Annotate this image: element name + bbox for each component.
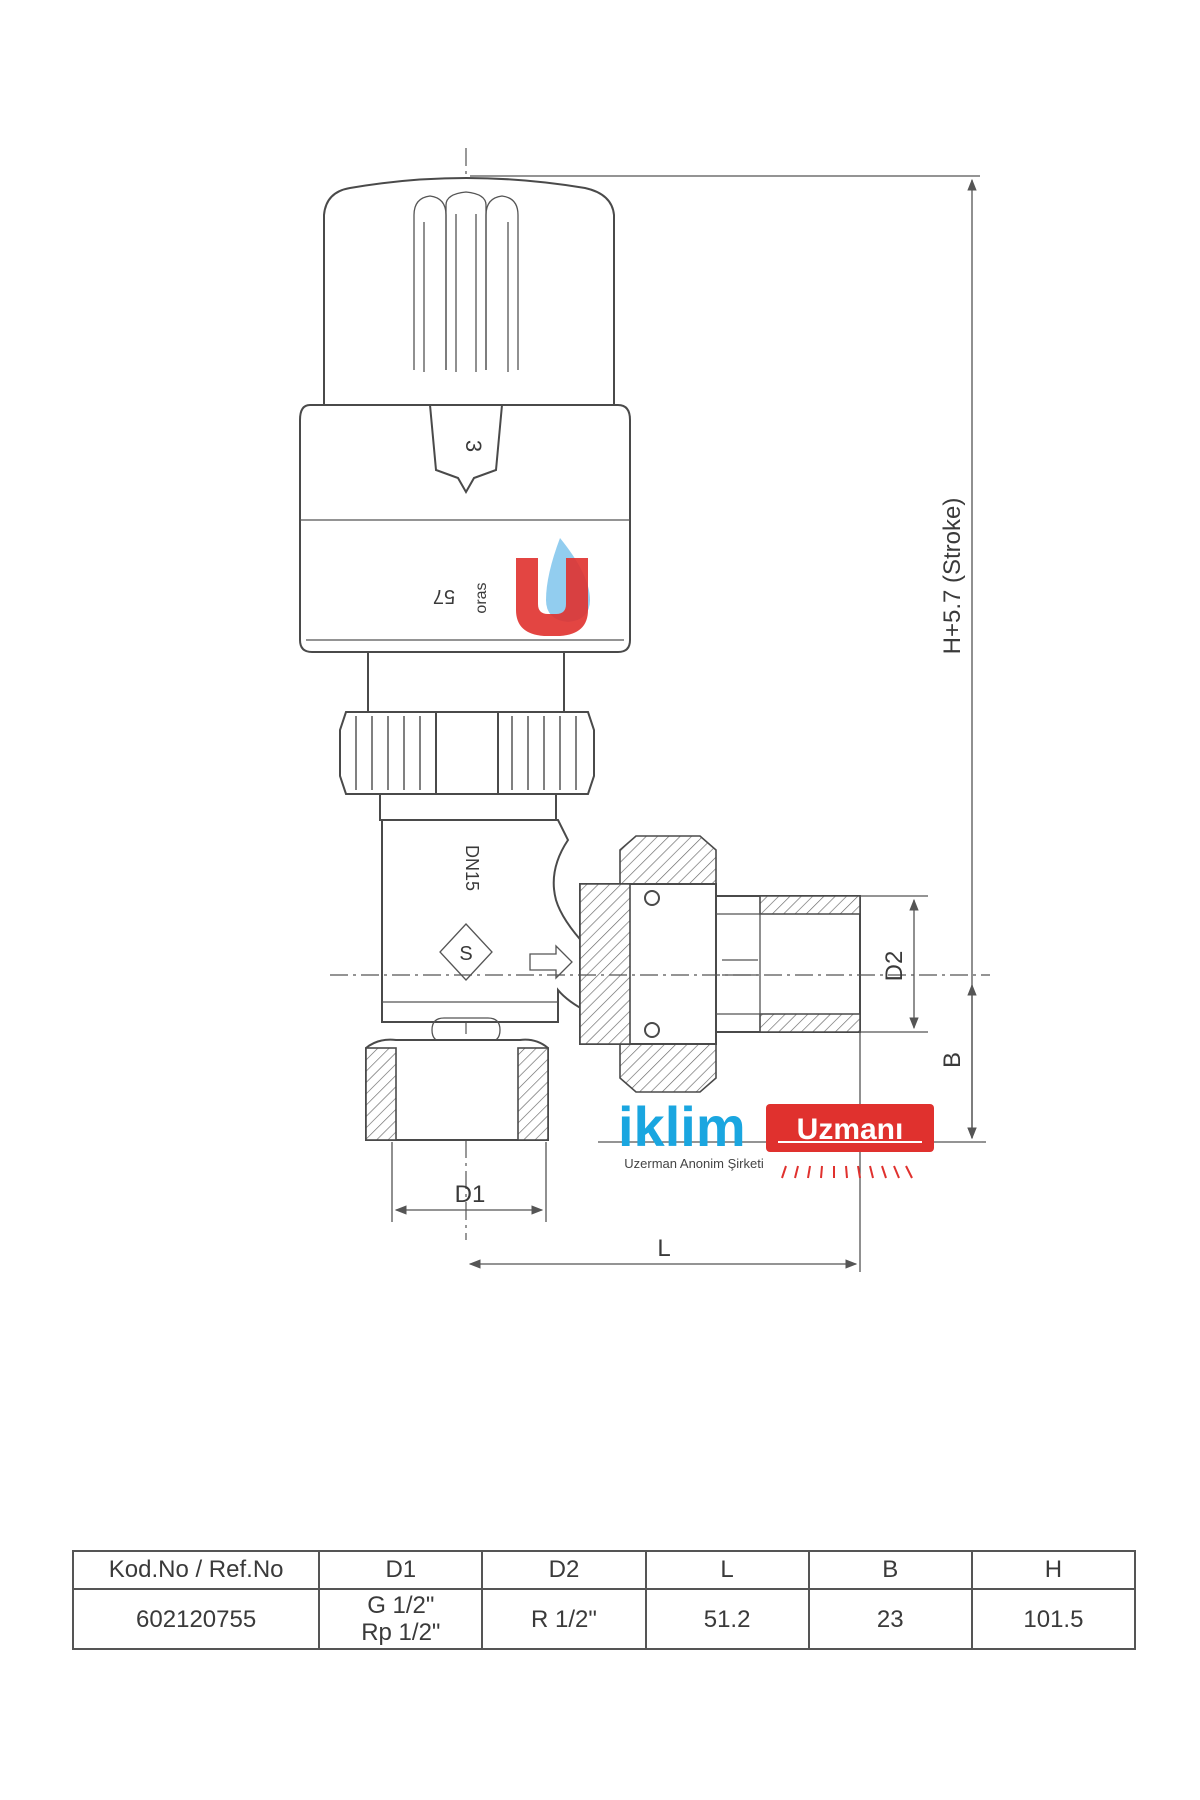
diamond-marking <box>439 923 493 981</box>
head-cap <box>323 177 615 406</box>
knurled-nut <box>339 711 595 795</box>
brand-sun-rays-icon <box>781 1165 913 1179</box>
o-ring-bottom <box>644 1022 660 1038</box>
dim-d2: D2 <box>860 895 928 1033</box>
flow-arrow-icon <box>529 944 573 980</box>
u-letter-icon <box>516 558 588 636</box>
outlet-connection <box>579 835 861 1093</box>
o-ring-top <box>644 890 660 906</box>
header-code: Kod.No / Ref.No <box>71 1550 321 1590</box>
dim-b: B <box>939 983 977 1140</box>
cell-d1: G 1/2" Rp 1/2" <box>318 1588 484 1650</box>
body-logo-text: oras <box>473 582 490 613</box>
inlet-connection <box>365 1038 549 1141</box>
table-row: 602120755 G 1/2" Rp 1/2" R 1/2" 51.2 23 … <box>71 1588 1137 1650</box>
cell-l: 51.2 <box>644 1588 810 1650</box>
header-h: H <box>970 1550 1137 1590</box>
header-d2: D2 <box>481 1550 647 1590</box>
d1-dimension-label: D1 <box>455 1181 486 1208</box>
brand-right-badge <box>766 1104 934 1152</box>
header-l: L <box>644 1550 810 1590</box>
brand-watermark: iklim Uzmanı Uzerman Anonim Şirketi <box>618 1095 934 1179</box>
dim-l: L <box>468 1032 861 1272</box>
brand-subtitle: Uzerman Anonim Şirketi <box>624 1156 764 1171</box>
head-pointer-tab <box>428 404 504 495</box>
header-d1: D1 <box>318 1550 484 1590</box>
cell-h: 101.5 <box>970 1588 1137 1650</box>
d2-dimension-label: D2 <box>881 951 908 982</box>
valve-body: S DN15 <box>381 819 590 1043</box>
brand-u-logo <box>516 538 590 636</box>
knob-symbol: 3 <box>461 440 486 452</box>
spindle-collar <box>379 793 557 821</box>
b-dimension-label: B <box>939 1052 966 1068</box>
head-grip-ribs <box>413 191 519 372</box>
cell-d1-line1: G 1/2" <box>367 1592 435 1619</box>
body-number-label: 57 <box>433 585 455 607</box>
dn-marking: DN15 <box>462 845 482 891</box>
cell-d2: R 1/2" <box>481 1588 647 1650</box>
brand-right-text: Uzmanı <box>797 1113 904 1146</box>
stroke-dimension-label: H+5.7 (Stroke) <box>939 498 966 655</box>
table-header-row: Kod.No / Ref.No D1 D2 L B H <box>71 1550 1137 1590</box>
cell-d1-line2: Rp 1/2" <box>361 1619 441 1646</box>
cell-code: 602120755 <box>71 1588 321 1650</box>
diamond-label: S <box>459 943 472 965</box>
head-neck <box>367 651 565 713</box>
brand-left-text: iklim <box>618 1095 746 1158</box>
header-b: B <box>807 1550 973 1590</box>
specification-table: Kod.No / Ref.No D1 D2 L B H 602120755 G … <box>71 1550 1137 1650</box>
dim-d1: D1 <box>391 1142 547 1222</box>
l-dimension-label: L <box>657 1235 670 1262</box>
cell-b: 23 <box>807 1588 973 1650</box>
